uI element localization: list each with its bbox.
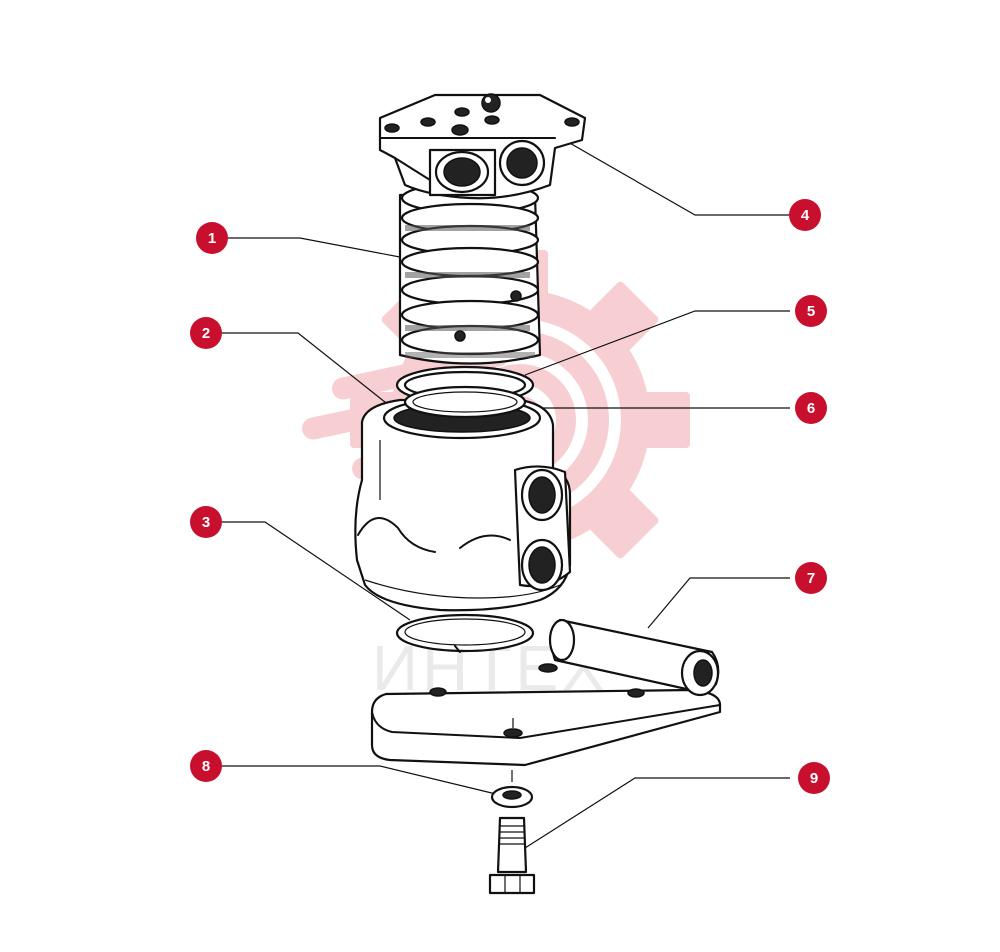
leader-line-7: [647, 577, 790, 629]
svg-text:1: 1: [208, 230, 216, 247]
head-block: [378, 93, 587, 200]
leader-line-8: [222, 765, 501, 796]
callout-3[interactable]: 3: [190, 506, 222, 538]
svg-text:4: 4: [801, 207, 810, 224]
svg-text:2: 2: [202, 325, 210, 342]
mounting-bracket: [370, 618, 722, 767]
check-ball: [481, 93, 501, 113]
callout-2[interactable]: 2: [190, 317, 222, 349]
svg-text:5: 5: [807, 303, 815, 320]
callout-9[interactable]: 9: [798, 762, 830, 794]
lower-snap-ring: [395, 613, 535, 653]
callout-6[interactable]: 6: [795, 392, 827, 424]
svg-text:9: 9: [810, 770, 818, 787]
callout-4[interactable]: 4: [789, 199, 821, 231]
washer: [490, 770, 534, 809]
callout-7[interactable]: 7: [795, 562, 827, 594]
svg-text:6: 6: [807, 400, 815, 417]
leader-line-9: [524, 777, 790, 849]
svg-text:3: 3: [202, 514, 210, 531]
leader-line-2: [222, 332, 396, 411]
spindle: [398, 181, 542, 365]
leader-line-3: [222, 521, 411, 621]
callouts: 1 2 3 4 5 6 7 8: [190, 199, 830, 794]
callout-8[interactable]: 8: [190, 750, 222, 782]
svg-text:8: 8: [202, 758, 210, 775]
leader-line-1: [228, 237, 406, 259]
callout-5[interactable]: 5: [795, 295, 827, 327]
callout-1[interactable]: 1: [196, 222, 228, 254]
bolt: [488, 816, 536, 895]
main-housing: [354, 396, 572, 612]
leader-line-5: [524, 310, 790, 376]
svg-text:7: 7: [807, 570, 815, 587]
seal-ring-lower: [403, 385, 527, 419]
